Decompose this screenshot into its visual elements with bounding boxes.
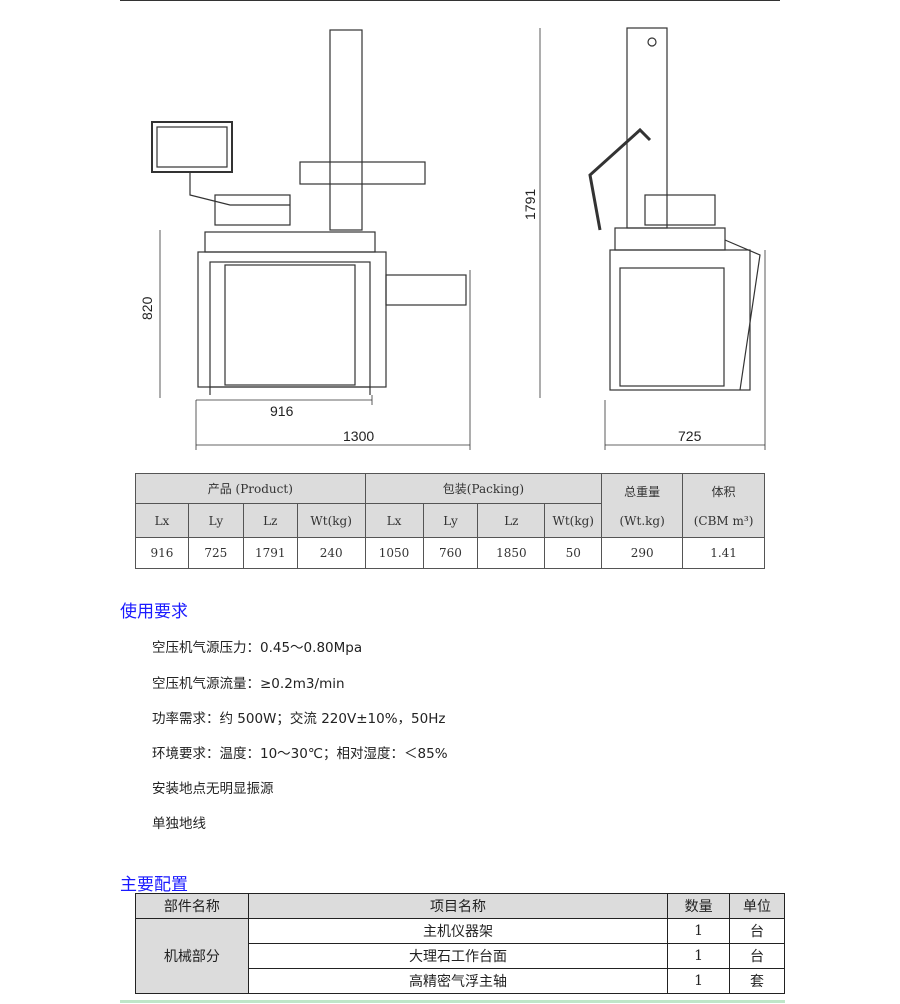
requirement-item: 安装地点无明显振源	[152, 781, 274, 797]
config-qty: 1	[667, 943, 731, 969]
config-item: 大理石工作台面	[247, 943, 669, 969]
value-cell: 725	[187, 537, 244, 569]
volume-header: 体积(CBM m³)	[682, 473, 765, 538]
value-cell: 290	[601, 537, 684, 569]
value-cell: 50	[544, 537, 603, 569]
dim-front-table-width: 916	[270, 403, 294, 419]
sub-header: Ly	[422, 503, 479, 538]
sub-header: Wt(kg)	[296, 503, 366, 538]
config-item: 高精密气浮主轴	[247, 968, 669, 994]
config-header: 数量	[667, 893, 731, 919]
dimension-lines	[159, 28, 766, 450]
value-cell: 1850	[477, 537, 546, 569]
requirement-item: 空压机气源压力：0.45～0.80Mpa	[152, 640, 363, 656]
value-cell: 916	[135, 537, 189, 569]
sub-header: Lx	[135, 503, 189, 538]
requirements-title: 使用要求	[120, 602, 188, 622]
value-cell: 1050	[364, 537, 424, 569]
value-cell: 240	[296, 537, 366, 569]
config-qty: 1	[667, 968, 731, 994]
config-header: 单位	[729, 893, 785, 919]
sub-header: Ly	[187, 503, 244, 538]
config-qty: 1	[667, 918, 731, 944]
sub-header: Lx	[364, 503, 424, 538]
side-view	[588, 27, 761, 391]
config-item: 主机仪器架	[247, 918, 669, 944]
config-header: 项目名称	[247, 893, 669, 919]
dim-side-width: 725	[678, 428, 702, 444]
dim-front-height: 820	[139, 296, 155, 320]
top-rule	[120, 0, 780, 1]
dim-front-total-width: 1300	[343, 428, 374, 444]
config-group: 机械部分	[135, 918, 249, 994]
total-weight-header: 总重量(Wt.kg)	[601, 473, 684, 538]
requirement-item: 空压机气源流量：≥0.2m3/min	[152, 676, 345, 692]
config-unit: 套	[729, 968, 785, 994]
product-header: 产品 (Product)	[135, 473, 366, 504]
packing-header: 包装(Packing)	[364, 473, 603, 504]
config-header: 部件名称	[135, 893, 249, 919]
spec-table: 产品 (Product) 包装(Packing) 总重量(Wt.kg) 体积(C…	[135, 473, 765, 569]
requirement-item: 单独地线	[152, 816, 206, 832]
front-view	[151, 29, 467, 395]
value-cell: 1.41	[682, 537, 765, 569]
config-title: 主要配置	[120, 875, 188, 895]
config-unit: 台	[729, 943, 785, 969]
technical-drawing: 820 916 1300 1791 725	[139, 27, 766, 450]
sub-header: Lz	[242, 503, 298, 538]
bottom-rule	[120, 1000, 785, 1003]
dim-side-height: 1791	[522, 189, 538, 220]
value-cell: 760	[422, 537, 479, 569]
requirement-item: 功率需求：约 500W；交流 220V±10%，50Hz	[152, 711, 446, 727]
config-unit: 台	[729, 918, 785, 944]
sub-header: Wt(kg)	[544, 503, 603, 538]
requirement-item: 环境要求：温度：10～30℃；相对湿度：＜85%	[152, 746, 448, 762]
config-table: 部件名称 项目名称 数量 单位 机械部分 主机仪器架 1 台 大理石工作台面 1…	[135, 893, 785, 994]
sub-header: Lz	[477, 503, 546, 538]
value-cell: 1791	[242, 537, 298, 569]
